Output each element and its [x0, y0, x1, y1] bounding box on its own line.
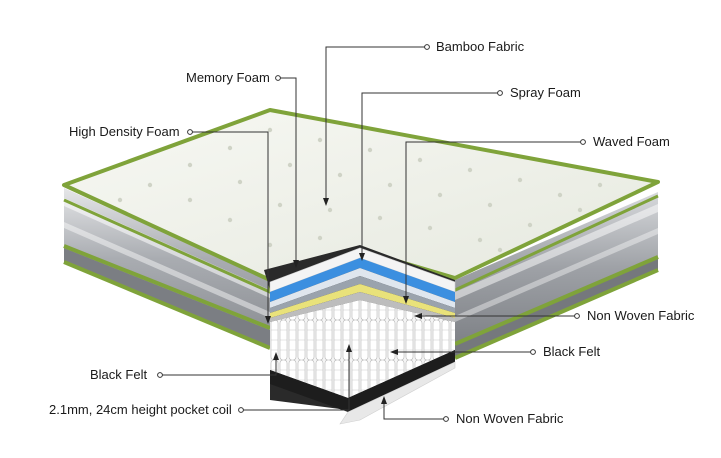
mattress-right-side	[454, 192, 659, 360]
leader-arrowheads	[265, 198, 422, 404]
label-bamboo-fabric: Bamboo Fabric	[436, 39, 525, 54]
label-black-felt-right: Black Felt	[543, 344, 601, 359]
label-non-woven-fabric-bottom: Non Woven Fabric	[456, 411, 564, 426]
label-black-felt-left: Black Felt	[90, 367, 148, 382]
leader-lines	[160, 46, 583, 420]
leader-endpoints	[157, 44, 586, 422]
label-spray-foam: Spray Foam	[510, 85, 581, 100]
label-waved-foam: Waved Foam	[593, 134, 670, 149]
cutaway-section	[264, 245, 456, 425]
label-pocket-coil: 2.1mm, 24cm height pocket coil	[49, 402, 232, 417]
label-high-density-foam: High Density Foam	[69, 124, 180, 139]
label-memory-foam: Memory Foam	[186, 70, 270, 85]
label-non-woven-fabric-right: Non Woven Fabric	[587, 308, 695, 323]
